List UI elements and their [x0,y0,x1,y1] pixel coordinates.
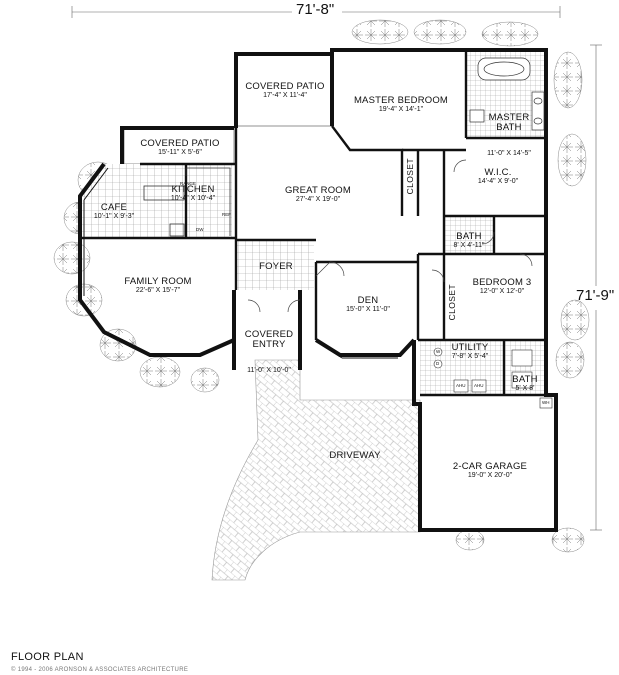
exterior-walls [78,48,558,532]
wic-label: W.I.C. 14'-4" X 9'-0" [477,167,519,185]
overall-width-dimension: 71'-8" [296,1,335,18]
bedroom3-label: BEDROOM 3 12'-0" X 12'-0" [472,277,532,295]
range-tag: RANGE [180,181,197,186]
family-room-label: FAMILY ROOM 22'-6" X 15'-7" [124,276,192,294]
kitchen-label: KITCHEN 10'-4" X 10'-4" [170,184,216,202]
garage-label: 2-CAR GARAGE 19'-0" X 20'-0" [452,461,528,479]
bath3-label: BATH 5' X 8' [512,374,538,392]
den-label: DEN 15'-0" X 11'-0" [346,295,390,313]
kitchen-counters [143,167,231,237]
utility-fixtures [433,347,553,409]
master-bedroom-label: MASTER BEDROOM 19'-4" X 14'-1" [353,95,449,113]
interior-walls [80,52,546,397]
dw-tag: DW [196,227,204,232]
covered-patio-rear-label: COVERED PATIO 17'-4" X 11'-4" [245,81,325,99]
covered-patio-side-label: COVERED PATIO 15'-11" X 5'-6" [140,138,220,156]
utility-label: UTILITY 7'-8" X 5'-4" [451,342,489,360]
master-bath-fixtures [469,57,545,131]
covered-patio-side-fill [123,127,235,165]
bath2-label: BATH 8' X 4'-11" [453,231,485,249]
dimension-lines [71,6,602,531]
wh-tag: WH [542,400,550,405]
closet-label-bedroom3: CLOSET [447,284,457,321]
floor-plan-title: FLOOR PLAN [11,651,84,663]
ahu-tag-1: AHU [456,383,466,388]
covered-entry-label: COVERED ENTRY 11'-0" X 10'-0" [244,328,294,374]
dryer-tag: D [436,361,440,366]
ref-tag: REF [222,212,231,217]
great-room-label: GREAT ROOM 27'-4" X 19'-0" [284,185,352,203]
covered-patio-rear-fill [236,53,332,127]
foyer-label: FOYER [259,261,293,272]
bay-windows [83,167,398,359]
closet-label-master: CLOSET [405,158,415,195]
copyright-notice: © 1994 - 2006 ARONSON & ASSOCIATES ARCHI… [11,667,189,673]
overall-depth-dimension: 71'-9" [576,287,615,304]
driveway-label: DRIVEWAY [329,450,381,461]
cafe-label: CAFE 10'-1" X 9'-3" [93,202,135,220]
door-swings [247,159,533,313]
driveway-pavers [211,359,421,581]
washer-tag: W [436,349,441,354]
master-bath-label: MASTER BATH 11'-0" X 14'-5" [487,111,531,157]
ahu-tag-2: AHU [474,383,484,388]
